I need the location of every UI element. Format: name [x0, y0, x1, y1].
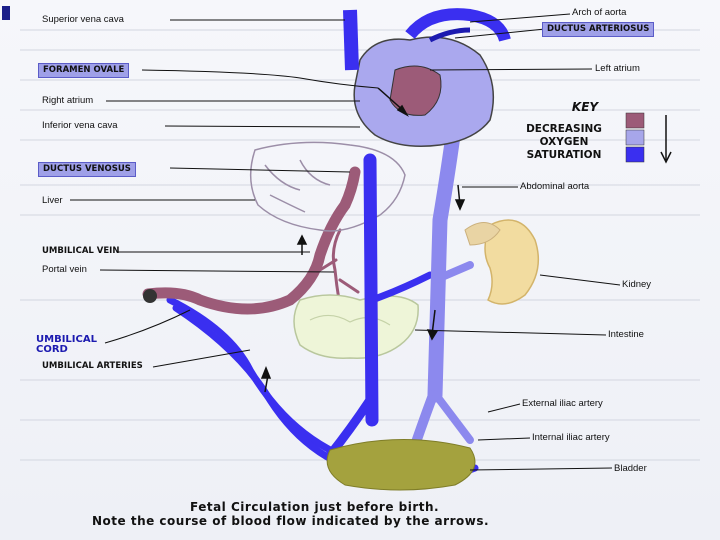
key-swatch-2	[625, 129, 645, 146]
umbilical-vein	[142, 166, 361, 315]
heart	[343, 8, 511, 147]
abdominal-aorta	[405, 112, 474, 465]
key-line-1: DECREASING	[526, 123, 602, 135]
label-right-atrium: Right atrium	[42, 95, 94, 106]
key-title: KEY	[571, 100, 599, 114]
label-portal-vein: Portal vein	[42, 264, 87, 275]
cord-stump	[143, 289, 157, 303]
key-line-3: SATURATION	[526, 149, 602, 161]
slide-corner-marker	[2, 6, 10, 20]
label-liver: Liver	[42, 195, 63, 206]
label-superior-vena-cava: Superior vena cava	[42, 14, 124, 25]
label-arch-of-aorta: Arch of aorta	[572, 7, 627, 18]
label-umbilical-vein: UMBILICAL VEIN	[42, 246, 120, 256]
kidney	[464, 219, 540, 305]
label-ductus-arteriosus: DUCTUS ARTERIOSUS	[542, 22, 655, 37]
liver	[249, 141, 406, 232]
bladder	[326, 439, 476, 491]
label-bladder: Bladder	[614, 463, 647, 474]
leader-lines	[70, 13, 621, 471]
label-abdominal-aorta: Abdominal aorta	[520, 181, 590, 192]
key-swatch-1	[625, 112, 645, 129]
caption-line-2: Note the course of blood flow indicated …	[92, 514, 490, 528]
key-line-2: OXYGEN	[539, 136, 589, 148]
label-kidney: Kidney	[622, 279, 652, 290]
key-swatch-3	[625, 146, 645, 163]
label-umbilical-cord: UMBILICAL CORD	[36, 334, 97, 355]
label-inferior-vena-cava: Inferior vena cava	[42, 120, 118, 131]
label-external-iliac-artery: External iliac artery	[522, 398, 603, 409]
label-left-atrium: Left atrium	[595, 63, 640, 74]
label-ductus-venosus: DUCTUS VENOSUS	[38, 162, 136, 177]
label-intestine: Intestine	[608, 329, 644, 340]
label-umbilical-arteries: UMBILICAL ARTERIES	[42, 361, 143, 371]
key-swatches	[625, 112, 672, 164]
label-internal-iliac-artery: Internal iliac artery	[532, 432, 610, 443]
intestine	[293, 294, 419, 359]
label-foramen-ovale: FORAMEN OVALE	[38, 63, 130, 78]
caption-line-1: Fetal Circulation just before birth.	[190, 500, 440, 514]
